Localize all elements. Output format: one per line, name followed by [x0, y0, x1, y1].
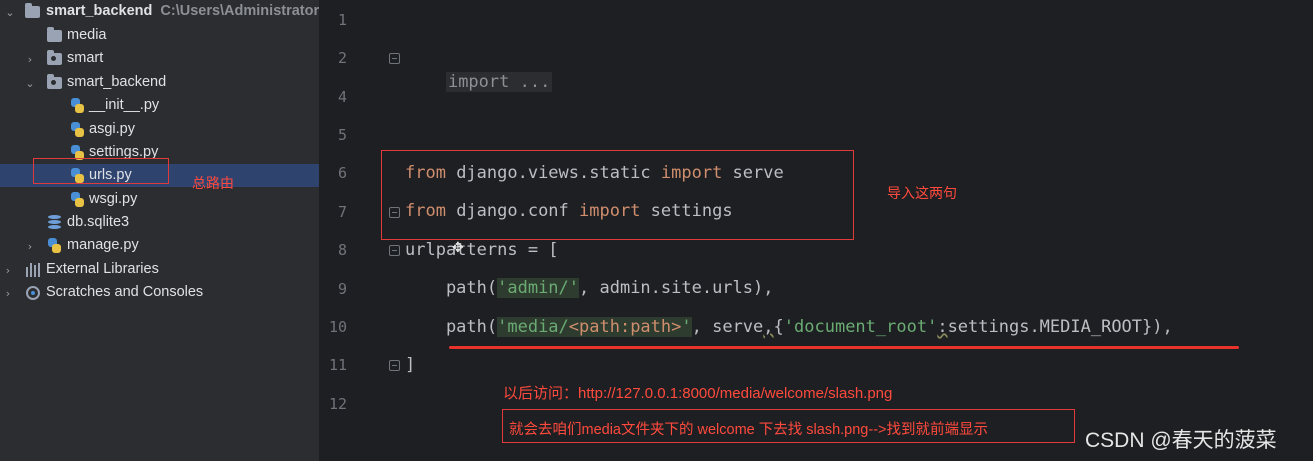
fold-icon[interactable] [389, 207, 400, 218]
chevron-down-icon[interactable]: ⌄ [25, 76, 35, 90]
tree-item-scratches[interactable]: › Scratches and Consoles [0, 281, 319, 304]
tree-item-label: External Libraries [46, 261, 159, 277]
chevron-right-icon[interactable]: › [5, 286, 11, 300]
result-note: 就会去咱们media文件夹下的 welcome 下去找 slash.png-->… [509, 422, 988, 438]
code-line-2: import ... [405, 46, 553, 92]
media-path-underline [449, 346, 1239, 349]
chevron-right-icon[interactable]: › [27, 239, 33, 253]
fold-icon[interactable] [389, 360, 400, 371]
python-file-icon [69, 97, 86, 114]
package-folder-icon [46, 73, 63, 91]
scratches-icon [24, 284, 41, 301]
python-file-icon [69, 191, 86, 208]
chevron-right-icon[interactable]: › [27, 52, 33, 66]
package-folder-icon [46, 49, 63, 67]
tree-item-label: urls.py [89, 167, 132, 183]
line-number: 9 [337, 280, 347, 298]
tree-item-db[interactable]: db.sqlite3 [0, 211, 319, 234]
tree-item-label: Scratches and Consoles [46, 284, 204, 300]
code-line-9: path('admin/', admin.site.urls), [405, 278, 774, 298]
tree-item-media[interactable]: media [0, 24, 319, 47]
tree-item-label: db.sqlite3 [67, 214, 130, 230]
main-route-note: 总路由 [192, 175, 234, 191]
tree-item-label: __init__.py [89, 97, 160, 113]
chevron-right-icon[interactable]: › [5, 263, 11, 277]
folded-imports[interactable]: import ... [445, 72, 553, 92]
fold-icon[interactable] [389, 245, 400, 256]
line-number: 2 [337, 49, 347, 67]
code-line-10: path('media/<path:path>', serve,{'docume… [405, 317, 1173, 337]
tree-item-label: smart [67, 50, 104, 66]
tree-item-wsgi[interactable]: wsgi.py [0, 188, 319, 211]
tree-item-external-libraries[interactable]: › External Libraries [0, 258, 319, 281]
line-gutter: 1 2 4 5 6 7 8 9 10 11 12 [319, 0, 400, 461]
tree-item-settings[interactable]: settings.py [0, 141, 319, 164]
mouse-cursor-icon: ✥ [452, 240, 464, 256]
database-icon [46, 214, 63, 231]
tree-item-smart-backend[interactable]: ⌄ smart_backend [0, 71, 319, 94]
line-number: 8 [337, 241, 347, 259]
tree-item-label: asgi.py [89, 121, 135, 137]
line-number: 10 [328, 318, 347, 336]
tree-item-label: settings.py [89, 144, 159, 160]
library-icon [24, 261, 41, 278]
urls-highlight-box [33, 158, 169, 184]
line-number: 1 [337, 11, 347, 29]
tree-item-label: smart_backend [67, 74, 167, 90]
tree-root-path: C:\Users\Administrator [160, 3, 319, 19]
line-number: 12 [328, 395, 347, 413]
line-number: 11 [328, 356, 347, 374]
tree-item-urls[interactable]: urls.py [0, 164, 319, 187]
tree-item-label: media [67, 27, 107, 43]
python-file-icon [69, 167, 86, 184]
folder-icon [46, 26, 63, 44]
python-file-icon [69, 144, 86, 161]
tree-item-smart[interactable]: › smart [0, 47, 319, 70]
csdn-watermark: CSDN @春天的菠菜 [1085, 429, 1277, 452]
code-line-11: ] [405, 355, 416, 375]
access-note: 以后访问：http://127.0.0.1:8000/media/welcome… [503, 385, 893, 402]
result-note-box [502, 409, 1075, 443]
code-line-8: urlpatterns = [ [405, 240, 559, 260]
code-line-7: from django.conf import settings [405, 201, 733, 221]
code-line-6: from django.views.static import serve [405, 163, 784, 183]
tree-item-label: manage.py [67, 237, 139, 253]
tree-item-manage[interactable]: › manage.py [0, 234, 319, 257]
line-number: 6 [337, 164, 347, 182]
tree-item-label: wsgi.py [89, 191, 138, 207]
python-file-icon [46, 237, 63, 254]
chevron-down-icon[interactable]: ⌄ [5, 5, 15, 19]
import-highlight-box [381, 150, 854, 240]
code-editor[interactable]: 1 2 4 5 6 7 8 9 10 11 12 import ... from… [319, 0, 1313, 461]
tree-item-init[interactable]: __init__.py [0, 94, 319, 117]
import-note: 导入这两句 [887, 185, 957, 201]
tree-item-asgi[interactable]: asgi.py [0, 118, 319, 141]
python-file-icon [69, 121, 86, 138]
line-number: 4 [337, 88, 347, 106]
fold-icon[interactable] [389, 53, 400, 64]
line-number: 7 [337, 203, 347, 221]
folder-icon [24, 2, 41, 20]
line-number: 5 [337, 126, 347, 144]
